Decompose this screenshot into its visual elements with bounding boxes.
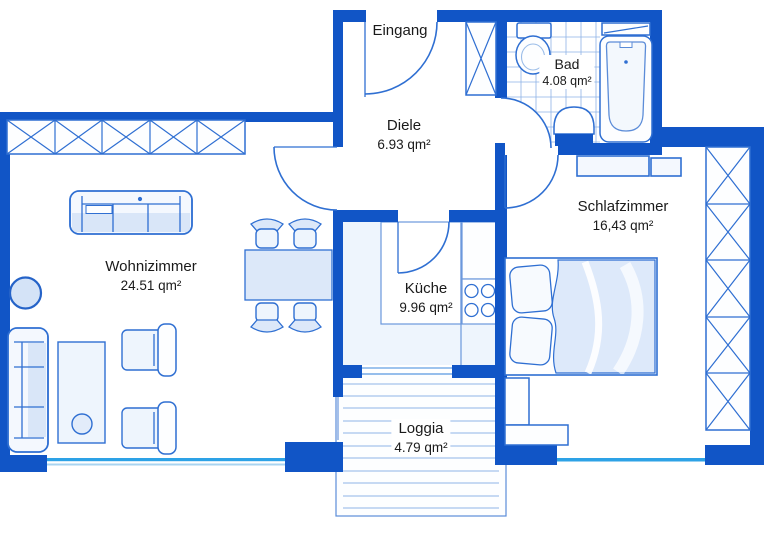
bedroom-door — [504, 154, 559, 209]
room-label-diele: Diele 6.93 qm² — [377, 116, 430, 153]
entrance-door — [364, 21, 438, 95]
dining-set — [244, 218, 333, 333]
armchair — [121, 323, 177, 377]
room-label-wohnzimmer: Wohnizimmer 24.51 qm² — [105, 257, 196, 294]
bathtub — [599, 35, 653, 143]
room-name-kueche: Küche — [404, 280, 448, 297]
room-label-schlafzimmer: Schlafzimmer 16,43 qm² — [578, 197, 669, 234]
room-area-wohnzimmer: 24.51 qm² — [120, 277, 182, 293]
windows — [47, 458, 705, 466]
room-name-wohnzimmer: Wohnizimmer — [105, 258, 197, 275]
dining-chair — [255, 228, 279, 249]
bedroom-wardrobe — [705, 146, 751, 431]
dining-chair — [288, 218, 322, 232]
room-area-diele: 6.93 qm² — [377, 136, 431, 152]
livingroom-door — [273, 146, 338, 211]
room-label-bad: Bad 4.08 qm² — [539, 55, 595, 90]
sofa-top — [69, 190, 193, 235]
room-area-bad: 4.08 qm² — [539, 73, 595, 90]
bathroom-door — [500, 97, 552, 149]
dining-chair — [288, 319, 322, 333]
toilet — [515, 22, 552, 75]
dining-chair — [293, 302, 317, 323]
hall-closet — [465, 21, 497, 96]
stove — [461, 278, 498, 325]
room-name-bad: Bad — [539, 55, 595, 74]
pillow — [509, 316, 553, 366]
bathroom-shelf — [601, 22, 651, 36]
bathroom-door-swing-area — [501, 98, 551, 148]
room-label-eingang: Eingang — [372, 21, 427, 41]
room-area-kueche: 9.96 qm² — [399, 299, 453, 315]
bedroom-sideboard — [576, 155, 650, 177]
kitchen-counter — [343, 221, 498, 365]
coffee-table — [57, 341, 106, 444]
walls — [0, 10, 764, 472]
bed — [504, 257, 658, 376]
room-name-diele: Diele — [386, 117, 422, 134]
room-name-eingang: Eingang — [372, 22, 428, 39]
dining-chair — [250, 218, 284, 232]
kitchen-door — [397, 221, 450, 274]
dining-table — [244, 249, 333, 301]
room-name-loggia: Loggia — [391, 419, 451, 439]
bedroom-window — [557, 458, 705, 462]
side-table-round — [8, 276, 43, 310]
room-label-kueche: Küche 9.96 qm² — [399, 279, 452, 316]
bedroom-bench — [504, 424, 569, 446]
livingroom-closet — [6, 119, 246, 155]
livingroom-window — [47, 458, 285, 462]
nightstand — [504, 377, 530, 426]
room-area-schlafzimmer: 16,43 qm² — [592, 217, 654, 233]
bedroom-sideboard-small — [650, 157, 682, 177]
room-area-loggia: 4.79 qm² — [391, 438, 451, 457]
room-name-schlafzimmer: Schlafzimmer — [577, 198, 669, 215]
dining-chair — [293, 228, 317, 249]
sofa-left — [7, 327, 49, 453]
dining-chair — [255, 302, 279, 323]
dining-chair — [250, 319, 284, 333]
armchair — [121, 401, 177, 455]
kitchen-loggia-window — [362, 367, 452, 375]
room-label-loggia: Loggia 4.79 qm² — [391, 419, 451, 457]
bathroom-sink — [553, 106, 595, 146]
pillow — [509, 264, 553, 314]
doors — [273, 21, 559, 274]
kitchen-sink-counter — [461, 221, 498, 280]
